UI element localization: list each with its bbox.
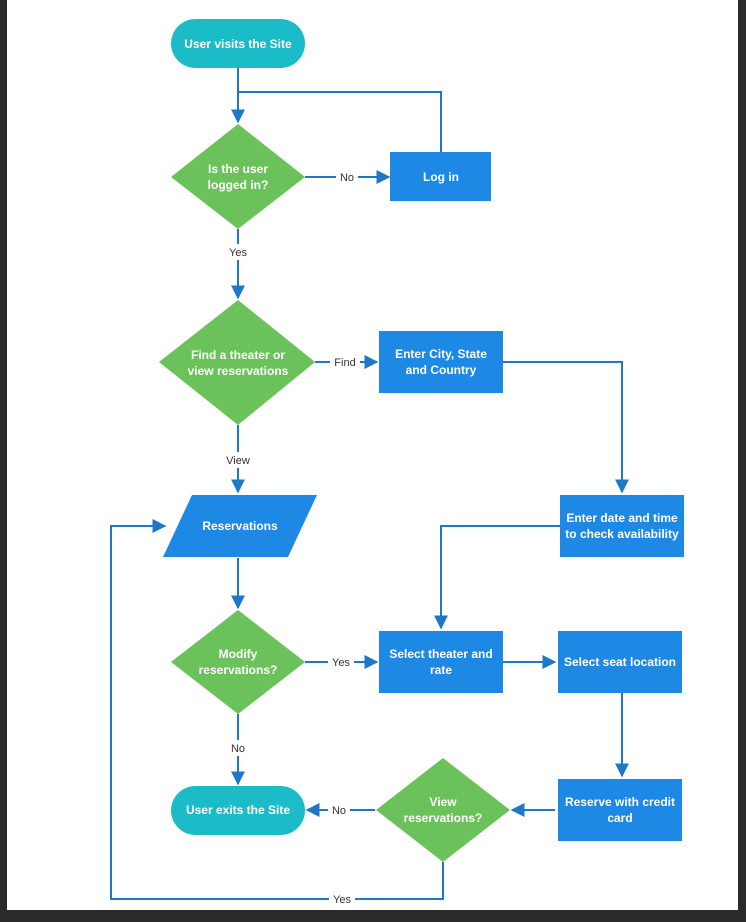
io-reservations-label: Reservations: [202, 519, 278, 533]
process-enter-date: Enter date and time to check availabilit…: [560, 495, 684, 557]
process-enter-date-line2: to check availability: [565, 527, 679, 541]
decision-find-or-view-line2: view reservations: [188, 364, 289, 378]
process-select-seat: Select seat location: [558, 631, 682, 693]
edge-view-yes: [110, 519, 444, 900]
process-select-theater-line1: Select theater and: [389, 647, 492, 661]
decision-modify-line2: reservations?: [199, 663, 278, 677]
decision-view-reservations-line1: View: [429, 795, 457, 809]
process-select-theater: Select theater and rate: [379, 631, 503, 693]
decision-find-or-view-line1: Find a theater or: [191, 348, 285, 362]
flowchart-svg: No Yes Find View Yes No No Yes User visi…: [110, 19, 684, 906]
decision-logged-in-line2: logged in?: [208, 178, 269, 192]
process-enter-location: Enter City, State and Country: [379, 331, 503, 393]
label-find: Find: [334, 357, 355, 369]
process-enter-location-line2: and Country: [406, 363, 477, 377]
edge-labels: No Yes Find View Yes No No Yes: [221, 170, 360, 906]
decision-view-reservations-line2: reservations?: [404, 811, 483, 825]
process-enter-location-line1: Enter City, State: [395, 347, 487, 361]
process-enter-date-line1: Enter date and time: [566, 511, 678, 525]
label-yes-logged: Yes: [229, 247, 247, 259]
viewer-frame-bottom: [0, 910, 746, 922]
decision-modify: Modify reservations?: [171, 610, 305, 714]
process-select-seat-label: Select seat location: [564, 655, 676, 669]
label-modify-yes: Yes: [332, 657, 350, 669]
start-terminal-label: User visits the Site: [184, 37, 292, 51]
start-terminal: User visits the Site: [171, 19, 305, 68]
label-view: View: [226, 455, 250, 467]
exit-terminal: User exits the Site: [171, 786, 305, 835]
label-view-no: No: [332, 805, 346, 817]
decision-logged-in-line1: Is the user: [208, 162, 268, 176]
process-select-theater-line2: rate: [430, 663, 452, 677]
process-log-in-label: Log in: [423, 170, 459, 184]
label-modify-no: No: [231, 743, 245, 755]
process-reserve-card-line2: card: [607, 811, 632, 825]
io-reservations: Reservations: [163, 495, 317, 557]
label-no-login: No: [340, 172, 354, 184]
process-log-in: Log in: [390, 152, 491, 201]
process-reserve-card: Reserve with credit card: [558, 779, 682, 841]
decision-find-or-view: Find a theater or view reservations: [159, 300, 315, 425]
edge-location-to-date: [503, 361, 629, 494]
decision-modify-line1: Modify: [219, 647, 258, 661]
exit-terminal-label: User exits the Site: [186, 803, 290, 817]
decision-logged-in: Is the user logged in?: [171, 124, 305, 229]
process-reserve-card-line1: Reserve with credit: [565, 795, 675, 809]
label-view-yes: Yes: [333, 894, 351, 906]
edge-date-to-theater: [434, 525, 560, 630]
connectors: [110, 68, 629, 900]
flowchart-canvas: No Yes Find View Yes No No Yes User visi…: [7, 0, 738, 922]
decision-view-reservations: View reservations?: [376, 758, 510, 862]
edge-login-return: [238, 91, 442, 152]
